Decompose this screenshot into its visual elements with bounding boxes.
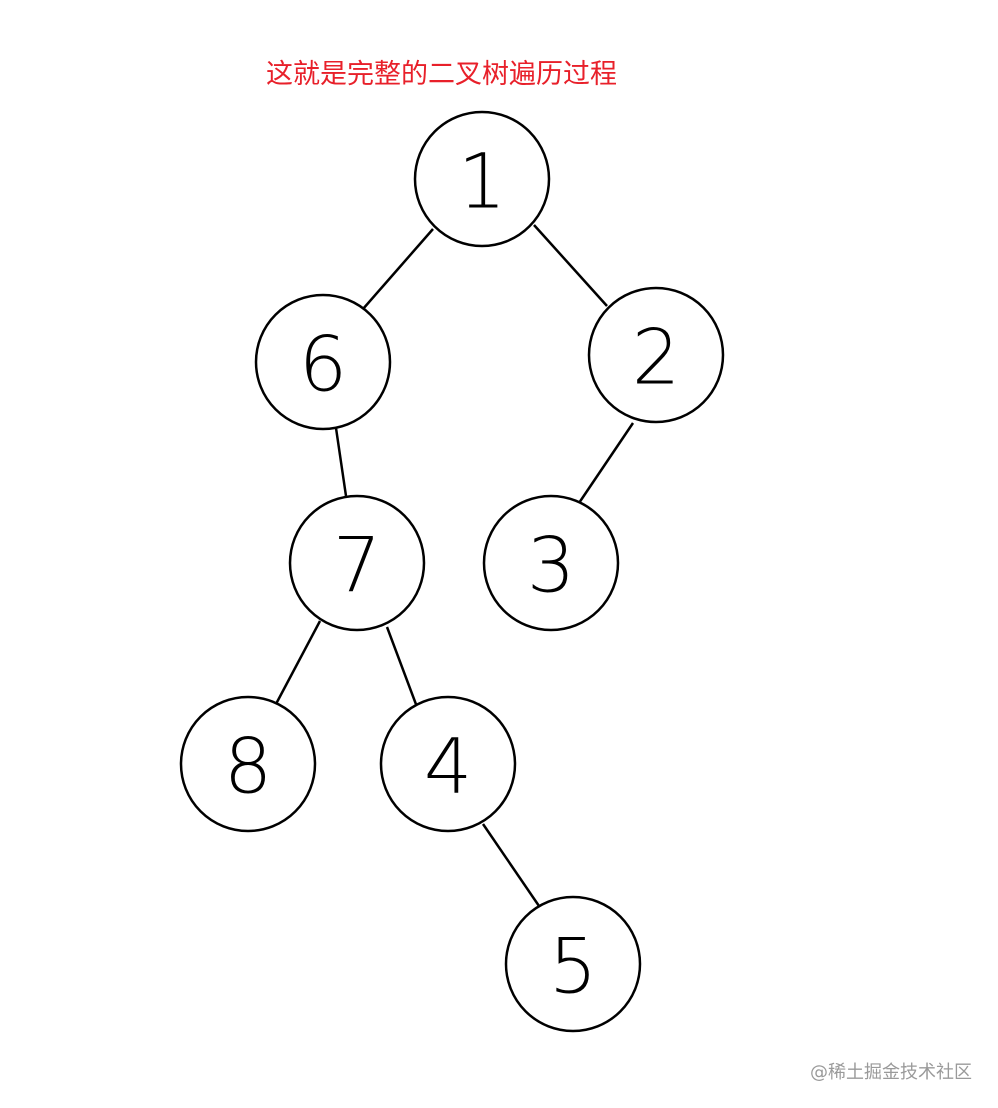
tree-node-4: 4 xyxy=(379,695,517,833)
edge-7-4 xyxy=(385,626,419,708)
edge-1-2 xyxy=(533,224,608,307)
watermark-text: @稀土掘金技术社区 xyxy=(810,1062,972,1083)
diagram-caption: 这就是完整的二叉树遍历过程 xyxy=(266,59,617,90)
tree-node-2: 2 xyxy=(587,286,725,424)
edge-6-7 xyxy=(334,427,348,497)
node-label-1: 1 xyxy=(458,137,506,226)
node-label-4: 4 xyxy=(424,722,472,811)
tree-node-5: 5 xyxy=(504,895,642,1033)
node-label-7: 7 xyxy=(333,521,381,610)
tree-node-8: 8 xyxy=(179,695,317,833)
tree-node-7: 7 xyxy=(288,494,426,632)
edge-1-6 xyxy=(362,228,434,310)
tree-node-6: 6 xyxy=(254,293,392,431)
edge-7-8 xyxy=(274,620,322,705)
node-label-2: 2 xyxy=(632,313,680,402)
tree-node-1: 1 xyxy=(413,110,551,248)
node-label-8: 8 xyxy=(224,722,272,811)
edge-4-5 xyxy=(481,823,541,907)
tree-node-3: 3 xyxy=(482,494,620,632)
node-label-6: 6 xyxy=(299,320,347,409)
edge-2-3 xyxy=(577,422,635,504)
node-label-5: 5 xyxy=(549,922,597,1011)
node-label-3: 3 xyxy=(527,521,575,610)
